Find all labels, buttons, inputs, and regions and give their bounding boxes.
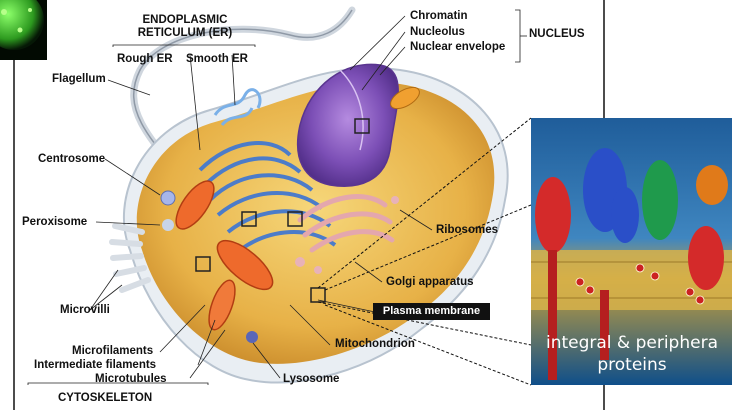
protein-red-right — [688, 226, 724, 290]
lysosome-shape — [246, 331, 258, 343]
label-ribosomes: Ribosomes — [436, 224, 498, 237]
label-microtubules: Microtubules — [95, 373, 167, 386]
label-lysosome: Lysosome — [283, 373, 339, 386]
label-nucleolus: Nucleolus — [410, 26, 465, 39]
peroxisome-shape — [162, 219, 174, 231]
label-golgi-apparatus: Golgi apparatus — [386, 276, 474, 289]
er-title-line2: RETICULUM (ER) — [120, 27, 250, 40]
bacterium-thumbnail — [0, 0, 47, 60]
protein-red-left — [535, 177, 571, 253]
label-plasma-membrane: Plasma membrane — [373, 303, 490, 320]
inset-caption-line1: integral & periphera — [532, 332, 732, 354]
label-chromatin: Chromatin — [410, 10, 468, 23]
centrosome-shape — [161, 191, 175, 205]
label-intermediate-filaments: Intermediate filaments — [34, 359, 156, 372]
label-rough-er: Rough ER — [117, 53, 173, 66]
label-nucleus: NUCLEUS — [529, 28, 585, 41]
label-microvilli: Microvilli — [60, 304, 110, 317]
label-microfilaments: Microfilaments — [72, 345, 153, 358]
inset-caption-line2: proteins — [532, 354, 732, 376]
label-cytoskeleton: CYTOSKELETON — [58, 392, 152, 405]
label-flagellum: Flagellum — [52, 73, 106, 86]
label-peroxisome: Peroxisome — [22, 216, 87, 229]
er-title-line1: ENDOPLASMIC — [120, 14, 250, 27]
label-smooth-er: Smooth ER — [186, 53, 248, 66]
label-nuclear-envelope: Nuclear envelope — [410, 41, 505, 54]
inset-caption: integral & periphera proteins — [532, 332, 732, 376]
protein-orange — [696, 165, 728, 205]
label-centrosome: Centrosome — [38, 153, 105, 166]
protein-green — [642, 160, 678, 240]
label-mitochondrion: Mitochondrion — [335, 338, 415, 351]
